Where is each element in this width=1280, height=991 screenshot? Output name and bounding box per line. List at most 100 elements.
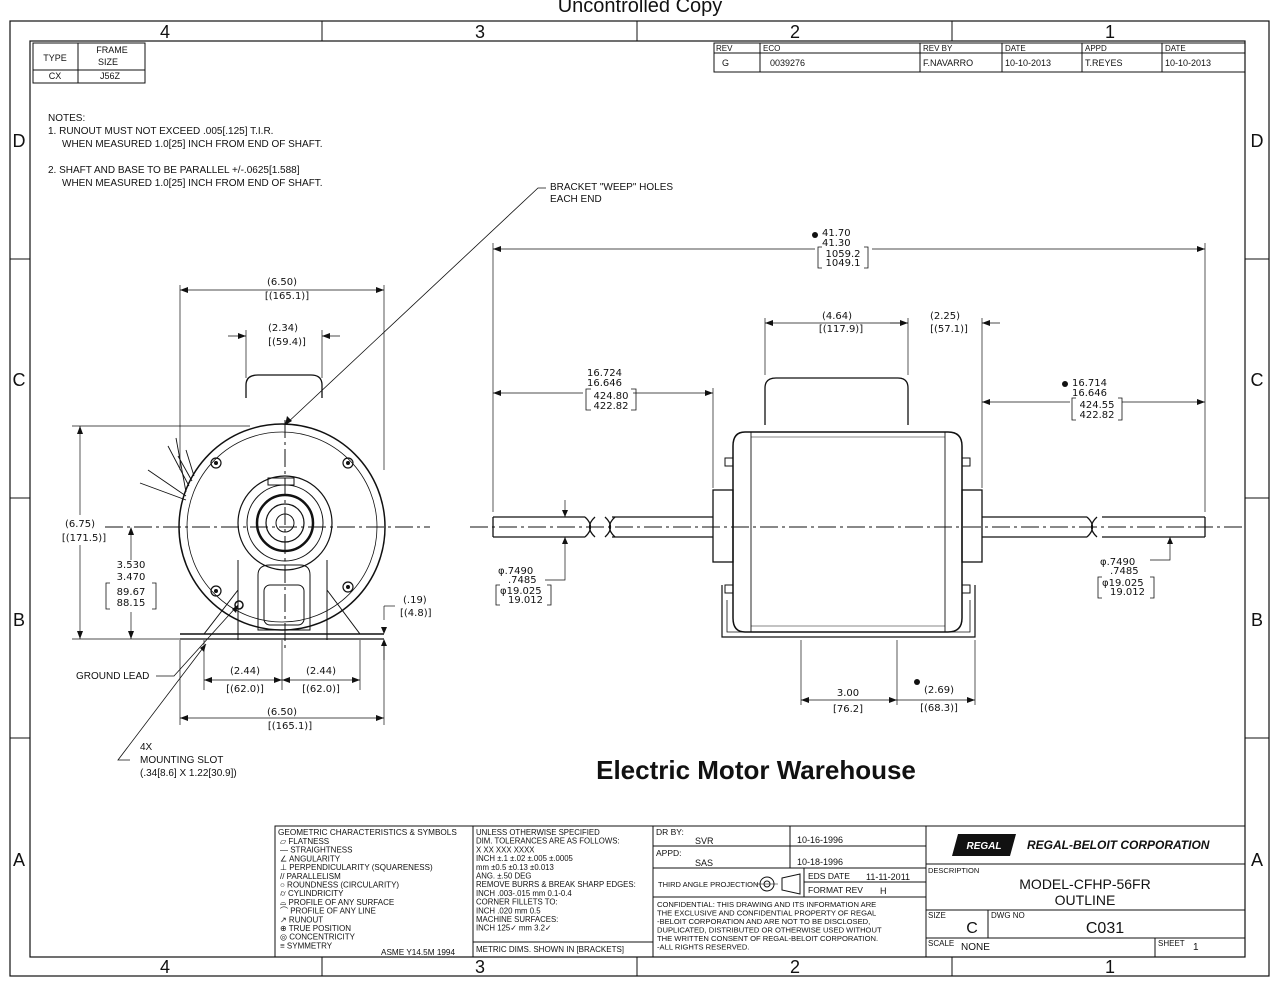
svg-text:G: G — [722, 58, 729, 68]
svg-text:ASME Y14.5M 1994: ASME Y14.5M 1994 — [381, 948, 455, 957]
svg-text:SHEET: SHEET — [1158, 939, 1185, 948]
regal-logo: REGAL — [952, 834, 1016, 856]
svg-text:SAS: SAS — [695, 858, 713, 868]
svg-text:DR BY:: DR BY: — [656, 827, 684, 837]
gdt-symbol-8: ⌓ PROFILE OF ANY SURFACE — [280, 898, 394, 907]
confidential-line-2: THE EXCLUSIVE AND CONFIDENTIAL PROPERTY … — [657, 909, 876, 918]
svg-text:0039276: 0039276 — [770, 58, 805, 68]
weep-holes-callout: BRACKET "WEEP" HOLES — [550, 182, 673, 193]
svg-text:[(4.8)]: [(4.8)] — [400, 608, 432, 619]
svg-text:41.30: 41.30 — [822, 238, 851, 249]
svg-text:10-10-2013: 10-10-2013 — [1165, 58, 1211, 68]
approval-block: DR BY: SVR 10-16-1996 APPD: SAS 10-18-19… — [652, 825, 927, 958]
svg-text:1: 1 — [1193, 942, 1199, 953]
confidential-line-3: -BELOIT CORPORATION AND ARE NOT TO BE DI… — [657, 917, 870, 926]
tolerance-line-9: CORNER FILLETS TO: — [476, 898, 558, 907]
svg-text:DATE: DATE — [1005, 44, 1026, 53]
tolerance-line-12: INCH 125✓ mm 3.2✓ — [476, 924, 551, 933]
callouts: BRACKET "WEEP" HOLES EACH END GROUND LEA… — [76, 182, 673, 779]
drawing-description: MODEL-CFHP-56FR — [1019, 876, 1150, 892]
svg-text:10-16-1996: 10-16-1996 — [797, 835, 843, 845]
note-2-line-2: WHEN MEASURED 1.0[25] INCH FROM END OF S… — [62, 178, 323, 189]
svg-text:422.82: 422.82 — [594, 401, 629, 412]
svg-text:[(165.1)]: [(165.1)] — [268, 721, 312, 732]
tolerance-line-5: mm ±0.5 ±0.13 ±0.013 — [476, 863, 554, 872]
tolerance-line-8: INCH .003-.015 mm 0.1-0.4 — [476, 889, 572, 898]
svg-text:T.REYES: T.REYES — [1085, 58, 1123, 68]
svg-text:CX: CX — [49, 71, 62, 81]
gdt-symbol-7: ⌭ CYLINDRICITY — [280, 889, 344, 898]
svg-text:NONE: NONE — [961, 942, 990, 953]
svg-text:TYPE: TYPE — [43, 53, 67, 63]
notes-title: NOTES: — [48, 113, 85, 124]
frame-size-table: TYPE FRAME SIZE CX J56Z — [32, 42, 146, 84]
svg-text:.7485: .7485 — [508, 575, 537, 586]
gdt-symbol-11: ⊕ TRUE POSITION — [280, 924, 351, 933]
svg-text:(2.69): (2.69) — [924, 685, 954, 696]
svg-text:(4.64): (4.64) — [822, 311, 852, 322]
svg-text:16.714: 16.714 — [1072, 378, 1107, 389]
side-view-housing — [732, 431, 963, 633]
note-2-line-1: 2. SHAFT AND BASE TO BE PARALLEL +/-.062… — [48, 165, 300, 176]
svg-text:φ.7490: φ.7490 — [1100, 557, 1135, 568]
zone-col-1: 1 — [1105, 22, 1115, 42]
gdt-symbol-10: ↗ RUNOUT — [280, 915, 323, 924]
svg-text:10-18-1996: 10-18-1996 — [797, 857, 843, 867]
svg-text:[76.2]: [76.2] — [833, 704, 863, 715]
svg-text:φ.7490: φ.7490 — [498, 566, 533, 577]
gdt-symbol-3: ∠ ANGULARITY — [280, 854, 341, 863]
svg-text:(6.50): (6.50) — [267, 707, 297, 718]
svg-text:FRAME: FRAME — [96, 45, 128, 55]
svg-text:16.646: 16.646 — [587, 378, 622, 389]
svg-text:[(62.0)]: [(62.0)] — [302, 684, 340, 695]
drawing-number: C031 — [1086, 920, 1124, 937]
zone-col-4-bottom: 4 — [160, 957, 170, 977]
svg-text:EDS DATE: EDS DATE — [808, 871, 850, 881]
svg-text:φ19.025: φ19.025 — [500, 586, 542, 597]
svg-text:MOUNTING SLOT: MOUNTING SLOT — [140, 755, 223, 766]
zone-row-a: A — [13, 850, 25, 870]
svg-text:DATE: DATE — [1165, 44, 1186, 53]
svg-text:ECO: ECO — [763, 44, 780, 53]
svg-text:(2.25): (2.25) — [930, 311, 960, 322]
svg-text:1049.1: 1049.1 — [826, 258, 861, 269]
zone-col-1-bottom: 1 — [1105, 957, 1115, 977]
zone-row-c: C — [13, 370, 26, 390]
svg-text:APPD:: APPD: — [656, 848, 682, 858]
zone-row-c-right: C — [1251, 370, 1264, 390]
svg-text:.7485: .7485 — [1110, 566, 1139, 577]
svg-text:(2.34): (2.34) — [268, 323, 298, 334]
svg-text:C: C — [966, 920, 978, 937]
svg-text:DWG NO: DWG NO — [991, 911, 1025, 920]
zone-row-a-right: A — [1251, 850, 1263, 870]
zone-col-3-bottom: 3 — [475, 957, 485, 977]
svg-text:SCALE: SCALE — [928, 939, 954, 948]
svg-text:41.70: 41.70 — [822, 228, 851, 239]
svg-text:[(57.1)]: [(57.1)] — [930, 324, 968, 335]
svg-text:[(165.1)]: [(165.1)] — [265, 291, 309, 302]
svg-text:REGAL: REGAL — [967, 841, 1002, 852]
confidential-line-4: DUPLICATED, DISTRIBUTED OR OTHERWISE USE… — [657, 926, 882, 935]
svg-text:[(59.4)]: [(59.4)] — [268, 337, 306, 348]
svg-text:EACH END: EACH END — [550, 194, 602, 205]
svg-text:GEOMETRIC CHARACTERISTICS & SY: GEOMETRIC CHARACTERISTICS & SYMBOLS — [278, 828, 457, 837]
svg-text:REV: REV — [716, 44, 733, 53]
tolerance-line-10: INCH .020 mm 0.5 — [476, 906, 541, 915]
svg-text:DESCRIPTION: DESCRIPTION — [928, 866, 979, 875]
zone-col-2-bottom: 2 — [790, 957, 800, 977]
svg-text:[(171.5)]: [(171.5)] — [62, 533, 106, 544]
gdt-symbols-block: GEOMETRIC CHARACTERISTICS & SYMBOLS ▱ FL… — [274, 825, 474, 958]
gdt-symbol-13: ≡ SYMMETRY — [280, 941, 333, 950]
svg-text:424.55: 424.55 — [1080, 400, 1115, 411]
svg-text:(6.50): (6.50) — [267, 277, 297, 288]
zone-col-3: 3 — [475, 22, 485, 42]
company-name: REGAL-BELOIT CORPORATION — [1027, 838, 1210, 852]
tolerance-line-6: ANG. ±.50 DEG — [476, 872, 531, 881]
gdt-symbol-5: // PARALLELISM — [280, 872, 341, 881]
svg-text:424.80: 424.80 — [594, 391, 629, 402]
svg-text:[(68.3)]: [(68.3)] — [920, 703, 958, 714]
gdt-symbol-9: ⌒ PROFILE OF ANY LINE — [280, 907, 376, 916]
svg-text:(6.75): (6.75) — [65, 519, 95, 530]
svg-text:SIZE: SIZE — [928, 911, 946, 920]
gdt-symbol-6: ○ ROUNDNESS (CIRCULARITY) — [280, 881, 399, 890]
